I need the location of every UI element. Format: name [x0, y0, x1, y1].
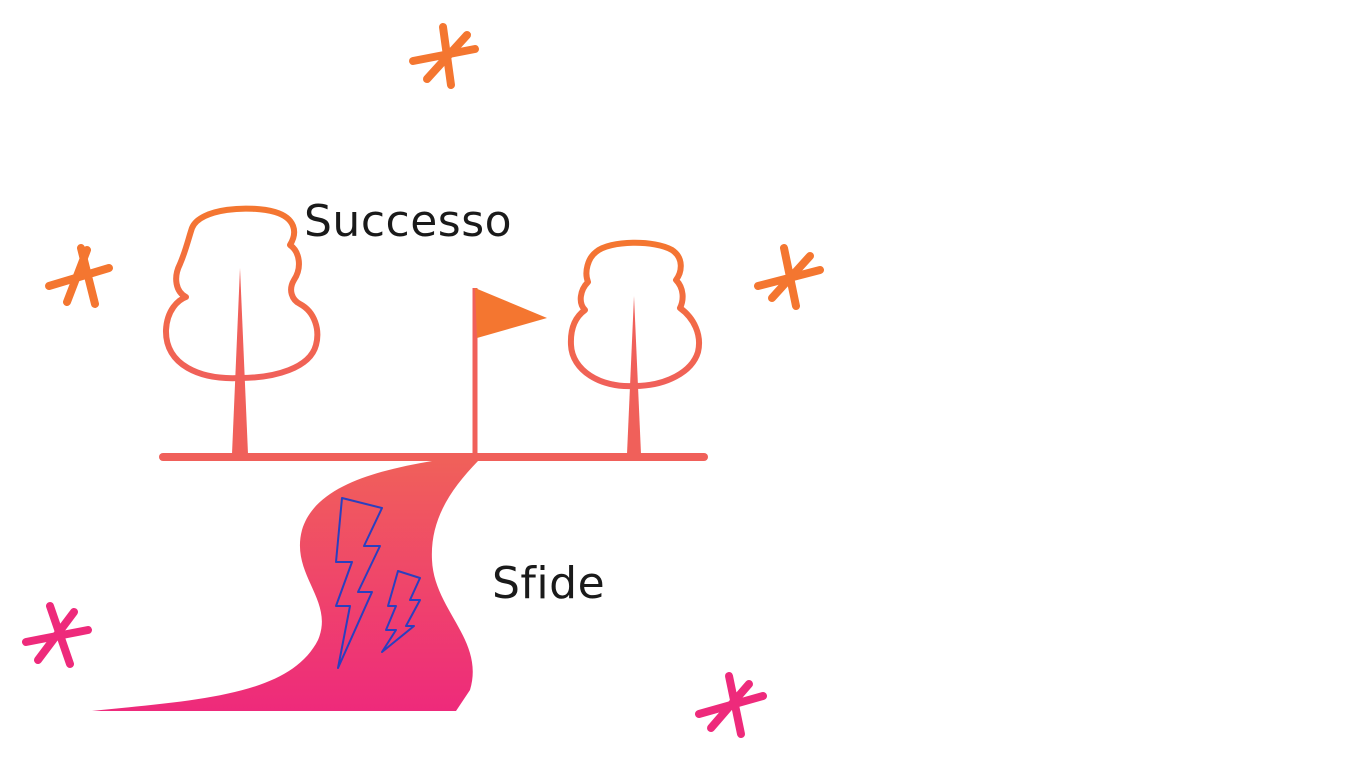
asterisk-icon	[754, 244, 824, 310]
tree-icon	[162, 205, 321, 454]
success-label: Successo	[304, 196, 513, 247]
asterisk-icon	[22, 602, 92, 668]
tree-icon	[567, 239, 702, 454]
asterisk-icon	[45, 244, 113, 308]
asterisk-icon	[409, 23, 479, 89]
lightning-bolt-icon	[335, 497, 383, 669]
challenges-label: Sfide	[492, 558, 606, 609]
asterisk-icon	[695, 672, 767, 738]
lightning-bolt-icon	[381, 570, 421, 653]
winding-path	[92, 461, 478, 711]
flag-icon	[472, 288, 547, 458]
